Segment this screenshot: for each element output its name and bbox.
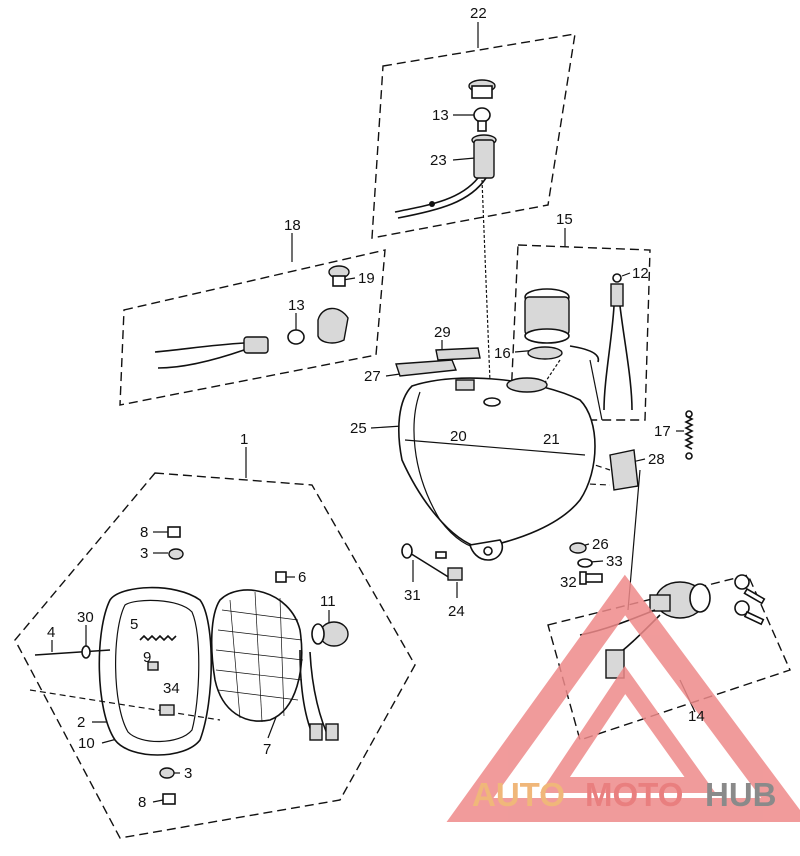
watermark-hub: HUB — [705, 776, 777, 813]
fasteners-31-24 — [401, 543, 463, 581]
callout-29: 29 — [434, 324, 451, 341]
group-box-1 — [14, 472, 416, 839]
callout-20: 20 — [450, 428, 467, 445]
group-box-15 — [509, 244, 651, 421]
callout-16: 16 — [494, 345, 511, 362]
callout-8: 8 — [140, 524, 148, 541]
callout-6: 6 — [298, 569, 306, 586]
watermark-moto: MOTO — [585, 776, 683, 813]
callout-labels: 22 13 23 18 19 13 15 12 29 16 27 25 20 2… — [47, 5, 705, 811]
callout-33: 33 — [606, 553, 623, 570]
meter-assembly — [524, 273, 633, 411]
callout-17: 17 — [654, 423, 671, 440]
callout-13: 13 — [432, 107, 449, 124]
callout-18: 18 — [284, 217, 301, 234]
callout-8-b: 8 — [138, 794, 146, 811]
bracket-28 — [609, 449, 639, 491]
callout-23: 23 — [430, 152, 447, 169]
callout-10: 10 — [78, 735, 95, 752]
callout-26: 26 — [592, 536, 609, 553]
bulb-socket-assembly — [154, 265, 350, 369]
callout-24: 24 — [448, 603, 465, 620]
group-box-22 — [371, 33, 576, 239]
callout-21: 21 — [543, 431, 560, 448]
callout-3-b: 3 — [184, 765, 192, 782]
callout-12: 12 — [632, 265, 649, 282]
callout-2: 2 — [77, 714, 85, 731]
callout-7: 7 — [263, 741, 271, 758]
callout-15: 15 — [556, 211, 573, 228]
group-box-18 — [119, 249, 386, 406]
watermark-auto: AUTO — [472, 776, 565, 813]
callout-28: 28 — [648, 451, 665, 468]
callout-19: 19 — [358, 270, 375, 287]
watermark-logo — [446, 574, 800, 822]
callout-14: 14 — [688, 708, 705, 725]
indicator-socket-assembly — [394, 79, 497, 219]
callout-13-b: 13 — [288, 297, 305, 314]
callout-3: 3 — [140, 545, 148, 562]
group-box-14 — [547, 574, 791, 741]
fasteners-26-33-32 — [569, 542, 603, 585]
callout-27: 27 — [364, 368, 381, 385]
callout-32: 32 — [560, 574, 577, 591]
callout-34: 34 — [163, 680, 180, 697]
decal-plates — [395, 347, 481, 377]
headlight-housing — [398, 377, 596, 561]
callout-31: 31 — [404, 587, 421, 604]
key-icon-2 — [734, 600, 765, 626]
callout-4: 4 — [47, 624, 55, 641]
callout-25: 25 — [350, 420, 367, 437]
callout-22: 22 — [470, 5, 487, 22]
callout-30: 30 — [77, 609, 94, 626]
spring-17 — [684, 410, 694, 460]
callout-9: 9 — [143, 649, 151, 666]
callout-5: 5 — [130, 616, 138, 633]
watermark-text: AUTO MOTO HUB — [472, 776, 777, 813]
callout-11: 11 — [320, 593, 336, 610]
key-icon — [734, 574, 766, 605]
headlight-rim-assembly — [29, 526, 349, 805]
callout-1: 1 — [240, 431, 248, 448]
